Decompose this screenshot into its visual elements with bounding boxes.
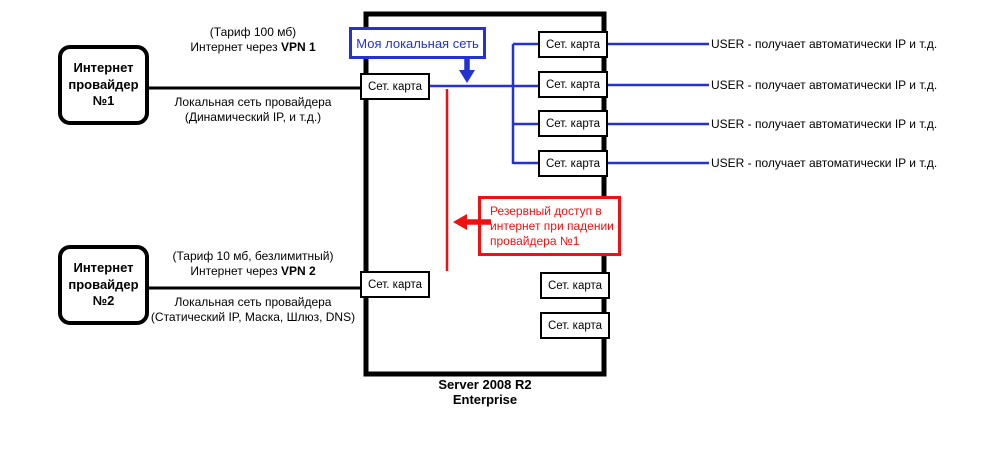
provider-1-tariff-line: (Тариф 100 мб) bbox=[209, 25, 297, 39]
vpn-prefix: Интернет через bbox=[190, 40, 278, 54]
user-label-2: USER - получает автоматически IP и т.д. bbox=[711, 78, 938, 92]
net-card-spare-2: Сет. карта bbox=[540, 312, 610, 339]
net-card-wan-1: Сет. карта bbox=[360, 73, 430, 100]
provider-2-tariff-line: (Тариф 10 мб, безлимитный) bbox=[172, 249, 334, 263]
provider-2-lan-note: Локальная сеть провайдера (Статический I… bbox=[147, 295, 359, 325]
net-card-label: Сет. карта bbox=[545, 78, 601, 91]
provider-2-box: Интернет провайдер №2 bbox=[58, 245, 149, 325]
local-network-arrow-head bbox=[459, 70, 475, 83]
vpn-name: VPN 2 bbox=[280, 264, 316, 278]
provider-2-tariff-note: (Тариф 10 мб, безлимитный) Интернет чере… bbox=[147, 249, 359, 279]
vpn-name: VPN 1 bbox=[280, 40, 316, 54]
local-network-callout: Моя локальная сеть bbox=[349, 27, 486, 59]
provider-1-lan-line1: Локальная сеть провайдера bbox=[174, 95, 332, 109]
provider-1-lan-note: Локальная сеть провайдера (Динамический … bbox=[150, 95, 356, 125]
user-label-1: USER - получает автоматически IP и т.д. bbox=[711, 37, 938, 51]
net-card-label: Сет. карта bbox=[367, 278, 423, 291]
provider-1-tariff-note: (Тариф 100 мб) Интернет через VPN 1 bbox=[150, 25, 356, 55]
net-card-lan-2: Сет. карта bbox=[538, 71, 608, 98]
net-card-label: Сет. карта bbox=[367, 80, 423, 93]
net-card-label: Сет. карта bbox=[545, 117, 601, 130]
net-card-lan-3: Сет. карта bbox=[538, 110, 608, 137]
backup-access-callout: Резервный доступ в интернет при падении … bbox=[478, 196, 621, 256]
provider-2-label: Интернет провайдер №2 bbox=[68, 259, 139, 309]
net-card-label: Сет. карта bbox=[545, 38, 601, 51]
backup-access-label: Резервный доступ в интернет при падении … bbox=[490, 203, 614, 248]
provider-2-lan-line2: (Статический IP, Маска, Шлюз, DNS) bbox=[150, 310, 356, 324]
net-card-lan-4: Сет. карта bbox=[538, 150, 608, 177]
net-card-spare-1: Сет. карта bbox=[540, 272, 610, 299]
user-label-4: USER - получает автоматически IP и т.д. bbox=[711, 156, 938, 170]
net-card-wan-2: Сет. карта bbox=[360, 271, 430, 298]
provider-1-lan-line2: (Динамический IP, и т.д.) bbox=[184, 110, 322, 124]
backup-arrow-head bbox=[453, 214, 467, 230]
provider-2-vpn-line: Интернет через VPN 2 bbox=[147, 264, 359, 279]
net-card-label: Сет. карта bbox=[545, 157, 601, 170]
local-network-label: Моя локальная сеть bbox=[356, 35, 479, 51]
provider-2-lan-line1: Локальная сеть провайдера bbox=[174, 295, 332, 309]
provider-1-vpn-line: Интернет через VPN 1 bbox=[150, 40, 356, 55]
provider-1-label: Интернет провайдер №1 bbox=[68, 59, 139, 109]
net-card-lan-1: Сет. карта bbox=[538, 31, 608, 58]
server-label: Server 2008 R2 Enterprise bbox=[438, 377, 532, 407]
net-card-label: Сет. карта bbox=[547, 319, 603, 332]
user-label-3: USER - получает автоматически IP и т.д. bbox=[711, 117, 938, 131]
provider-1-box: Интернет провайдер №1 bbox=[58, 45, 149, 125]
net-card-label: Сет. карта bbox=[547, 279, 603, 292]
vpn-prefix: Интернет через bbox=[190, 264, 278, 278]
